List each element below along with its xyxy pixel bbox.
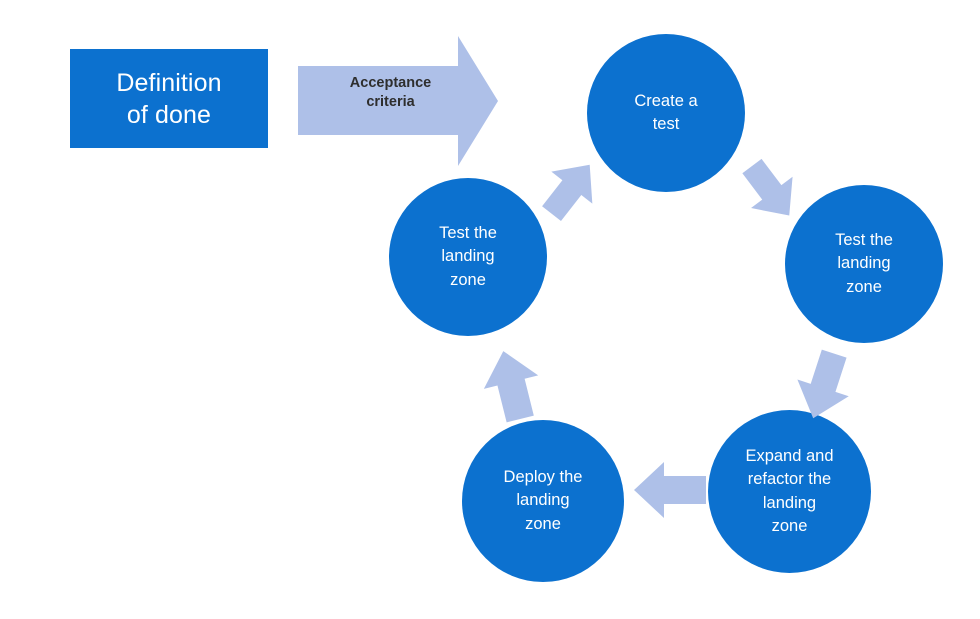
arrow-down-right-icon — [742, 158, 793, 216]
connector-expand-to-deploy — [634, 462, 706, 518]
block-arrow-right-icon — [298, 36, 498, 166]
cycle-step-expand-and-refactor-the-landing-zone: Expand and refactor the landing zone — [708, 410, 871, 573]
arrow-left-icon — [634, 462, 706, 518]
cycle-step-test-the-landing-zone-right: Test the landing zone — [785, 185, 943, 343]
cycle-step-deploy-the-landing-zone: Deploy the landing zone — [462, 420, 624, 582]
cycle-step-label: Deploy the landing zone — [503, 467, 583, 533]
definition-of-done-label: Definition of done — [116, 68, 222, 129]
cycle-step-label: Expand and refactor the landing zone — [745, 446, 834, 535]
cycle-step-create-a-test: Create a test — [587, 34, 745, 192]
arrow-up-right-icon — [542, 164, 593, 222]
connector-left-to-create — [534, 154, 606, 226]
definition-of-done-box: Definition of done — [70, 49, 268, 148]
connector-deploy-to-left — [474, 346, 550, 426]
arrow-down-left-icon — [797, 349, 849, 419]
connector-right-to-expand — [785, 344, 863, 426]
cycle-step-test-the-landing-zone-left: Test the landing zone — [389, 178, 547, 336]
connector-create-to-right — [734, 154, 806, 226]
arrow-up-icon — [483, 351, 539, 423]
acceptance-criteria-arrow — [298, 34, 498, 168]
acceptance-criteria-label: Acceptance criteria — [349, 75, 432, 111]
cycle-step-label: Create a test — [634, 91, 698, 133]
cycle-step-label: Test the landing zone — [439, 223, 497, 289]
cycle-step-label: Test the landing zone — [835, 230, 893, 296]
